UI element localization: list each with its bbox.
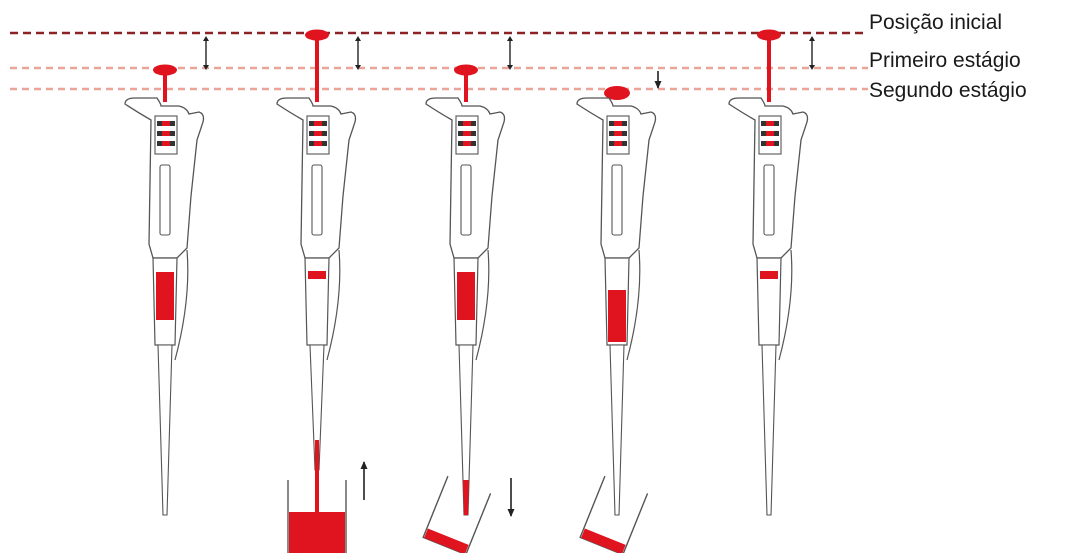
grip-slot	[612, 165, 622, 235]
grip-slot	[160, 165, 170, 235]
plunger-button	[454, 65, 478, 76]
red-band	[608, 290, 626, 342]
volume-display	[607, 116, 629, 154]
travel-arrow-4	[655, 71, 662, 89]
red-band	[308, 271, 326, 279]
pipette-tip	[158, 345, 172, 515]
down-arrow	[508, 478, 515, 517]
grip-slot	[312, 165, 322, 235]
red-band	[457, 272, 475, 320]
up-arrow	[361, 461, 368, 500]
pipette-3	[426, 65, 505, 516]
pipette-tip	[762, 345, 776, 515]
travel-arrow-5	[809, 36, 815, 70]
grip-slot	[461, 165, 471, 235]
pipette-2	[277, 30, 356, 516]
liquid-stream	[315, 440, 319, 515]
pipette-1	[125, 65, 204, 516]
label-initial-position: Posição inicial	[869, 12, 1002, 33]
red-band	[760, 271, 778, 279]
plunger-button	[305, 30, 329, 41]
pipette-tip	[610, 345, 624, 515]
volume-display	[307, 116, 329, 154]
plunger-button	[757, 30, 781, 41]
pipette-5	[729, 30, 808, 516]
grip-slot	[764, 165, 774, 235]
travel-arrow-3	[507, 36, 513, 70]
beaker-tilted-1	[423, 476, 490, 553]
pipette-4	[577, 86, 656, 515]
plunger-rod	[767, 33, 771, 102]
red-band	[156, 272, 174, 320]
plunger-button	[153, 65, 177, 76]
tip-liquid	[463, 480, 469, 515]
volume-display	[759, 116, 781, 154]
label-second-stage: Segundo estágio	[869, 80, 1027, 101]
volume-display	[456, 116, 478, 154]
volume-display	[155, 116, 177, 154]
travel-arrow-2	[355, 36, 361, 70]
travel-arrow-1	[203, 36, 209, 70]
plunger-rod	[315, 33, 319, 102]
label-first-stage: Primeiro estágio	[869, 50, 1021, 71]
